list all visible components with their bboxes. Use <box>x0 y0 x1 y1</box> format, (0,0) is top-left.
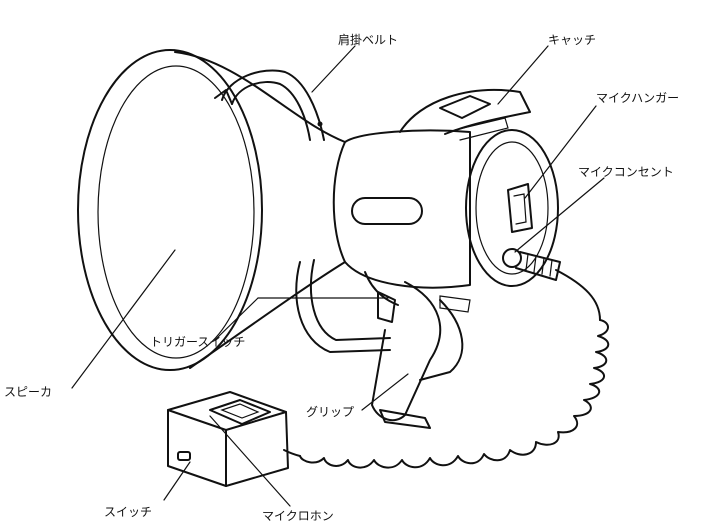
labels: 肩掛ベルト キャッチ マイクハンガー マイクコンセント スピーカ トリガースイッ… <box>4 32 679 523</box>
microphone-unit <box>167 391 289 487</box>
speaker-horn <box>77 49 346 371</box>
label-mic-hanger: マイクハンガー <box>596 91 679 105</box>
leader-lines <box>71 45 605 507</box>
label-speaker: スピーカ <box>4 385 52 399</box>
label-microphone: マイクロホン <box>262 509 334 523</box>
label-trigger-switch: トリガースイッチ <box>150 335 245 349</box>
label-grip: グリップ <box>306 405 354 419</box>
coiled-cord <box>283 269 610 469</box>
grip-trigger <box>364 271 471 429</box>
shoulder-belt <box>214 69 464 381</box>
catch-latch <box>399 88 531 141</box>
label-mic-outlet: マイクコンセント <box>578 165 674 179</box>
label-catch: キャッチ <box>548 33 596 47</box>
main-body <box>332 129 561 289</box>
label-switch: スイッチ <box>104 505 152 519</box>
label-shoulder-belt: 肩掛ベルト <box>338 32 398 47</box>
